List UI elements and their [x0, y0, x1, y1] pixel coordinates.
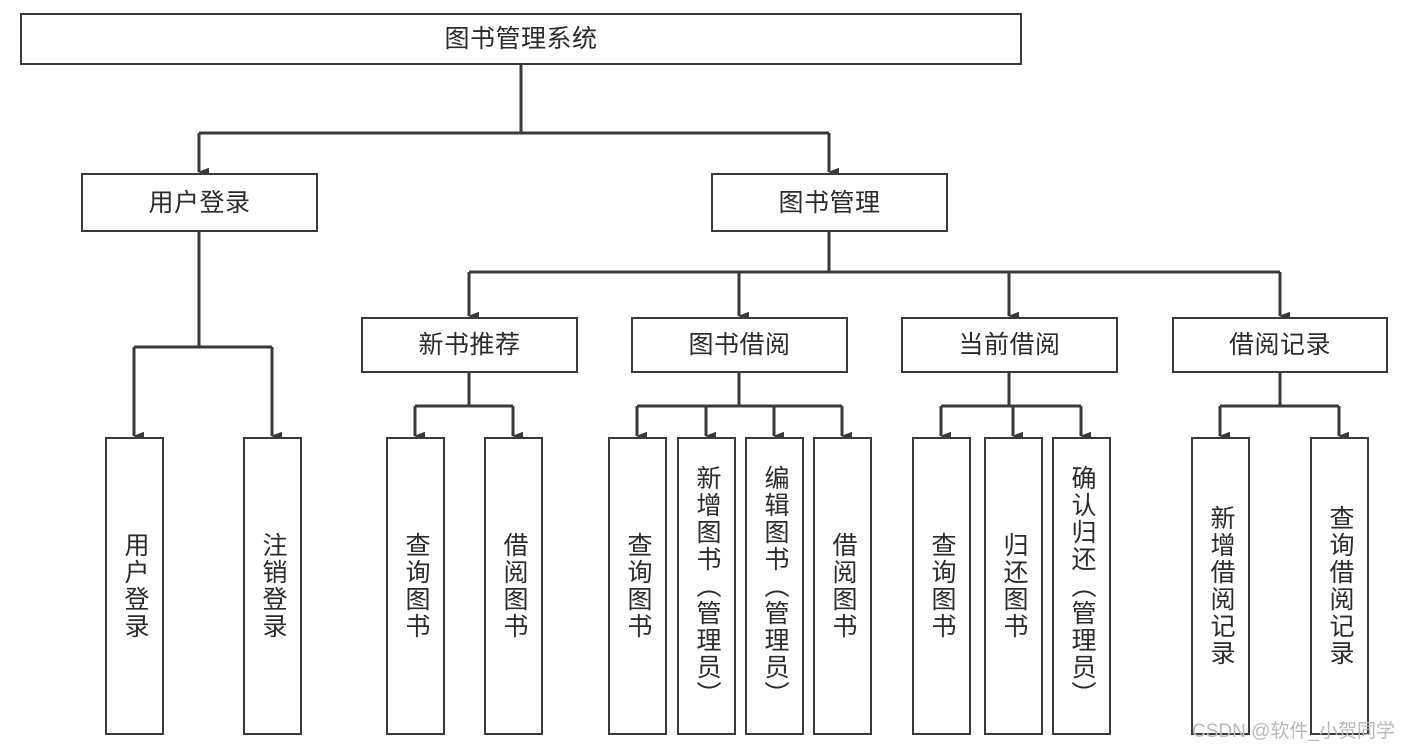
node-current-borrow[interactable]: 当前借阅 [901, 317, 1118, 373]
node-label-leaf-query-record: 查询借阅记录 [1326, 505, 1354, 667]
node-leaf-query-book-3[interactable]: 查询图书 [912, 437, 971, 735]
node-user-login[interactable]: 用户登录 [81, 173, 318, 232]
node-book-manage[interactable]: 图书管理 [711, 173, 948, 232]
node-leaf-edit-book[interactable]: 编辑图书（管理员） [745, 437, 804, 735]
node-label-leaf-user-logout: 注销登录 [259, 532, 287, 640]
node-label-leaf-edit-book: 编辑图书（管理员） [761, 464, 789, 708]
node-label-book-manage: 图书管理 [778, 188, 881, 217]
node-label-leaf-add-book: 新增图书（管理员） [693, 464, 721, 708]
node-leaf-user-logout[interactable]: 注销登录 [243, 437, 302, 735]
tree-connectors [132, 65, 1349, 441]
node-label-leaf-confirm-return: 确认归还（管理员） [1068, 464, 1096, 708]
node-leaf-return-book[interactable]: 归还图书 [984, 437, 1043, 735]
node-label-leaf-query-book-2: 查询图书 [624, 532, 652, 640]
node-leaf-borrow-book-2[interactable]: 借阅图书 [813, 437, 872, 735]
node-label-leaf-query-book-3: 查询图书 [928, 532, 956, 640]
node-label-leaf-query-book-1: 查询图书 [402, 532, 430, 640]
node-leaf-add-book[interactable]: 新增图书（管理员） [677, 437, 736, 735]
node-label-leaf-borrow-book-2: 借阅图书 [829, 532, 857, 640]
node-label-user-login: 用户登录 [148, 188, 251, 217]
node-leaf-add-record[interactable]: 新增借阅记录 [1191, 437, 1250, 735]
node-leaf-user-login[interactable]: 用户登录 [105, 437, 164, 735]
node-label-current-borrow: 当前借阅 [958, 331, 1061, 359]
node-label-leaf-add-record: 新增借阅记录 [1207, 505, 1235, 667]
node-leaf-query-book-2[interactable]: 查询图书 [608, 437, 667, 735]
node-leaf-query-book-1[interactable]: 查询图书 [386, 437, 445, 735]
node-label-leaf-return-book: 归还图书 [1000, 532, 1028, 640]
node-book-borrow[interactable]: 图书借阅 [631, 317, 848, 373]
node-label-leaf-borrow-book-1: 借阅图书 [500, 532, 528, 640]
node-label-leaf-user-login: 用户登录 [121, 532, 149, 640]
node-leaf-borrow-book-1[interactable]: 借阅图书 [484, 437, 543, 735]
node-leaf-confirm-return[interactable]: 确认归还（管理员） [1052, 437, 1111, 735]
node-root[interactable]: 图书管理系统 [20, 13, 1022, 65]
node-label-borrow-record: 借阅记录 [1228, 331, 1331, 359]
node-label-root: 图书管理系统 [444, 25, 598, 53]
node-leaf-query-record[interactable]: 查询借阅记录 [1310, 437, 1369, 735]
node-label-new-book-recommend: 新书推荐 [418, 331, 521, 359]
node-new-book-recommend[interactable]: 新书推荐 [361, 317, 578, 373]
node-label-book-borrow: 图书借阅 [688, 331, 791, 359]
node-borrow-record[interactable]: 借阅记录 [1172, 317, 1388, 373]
